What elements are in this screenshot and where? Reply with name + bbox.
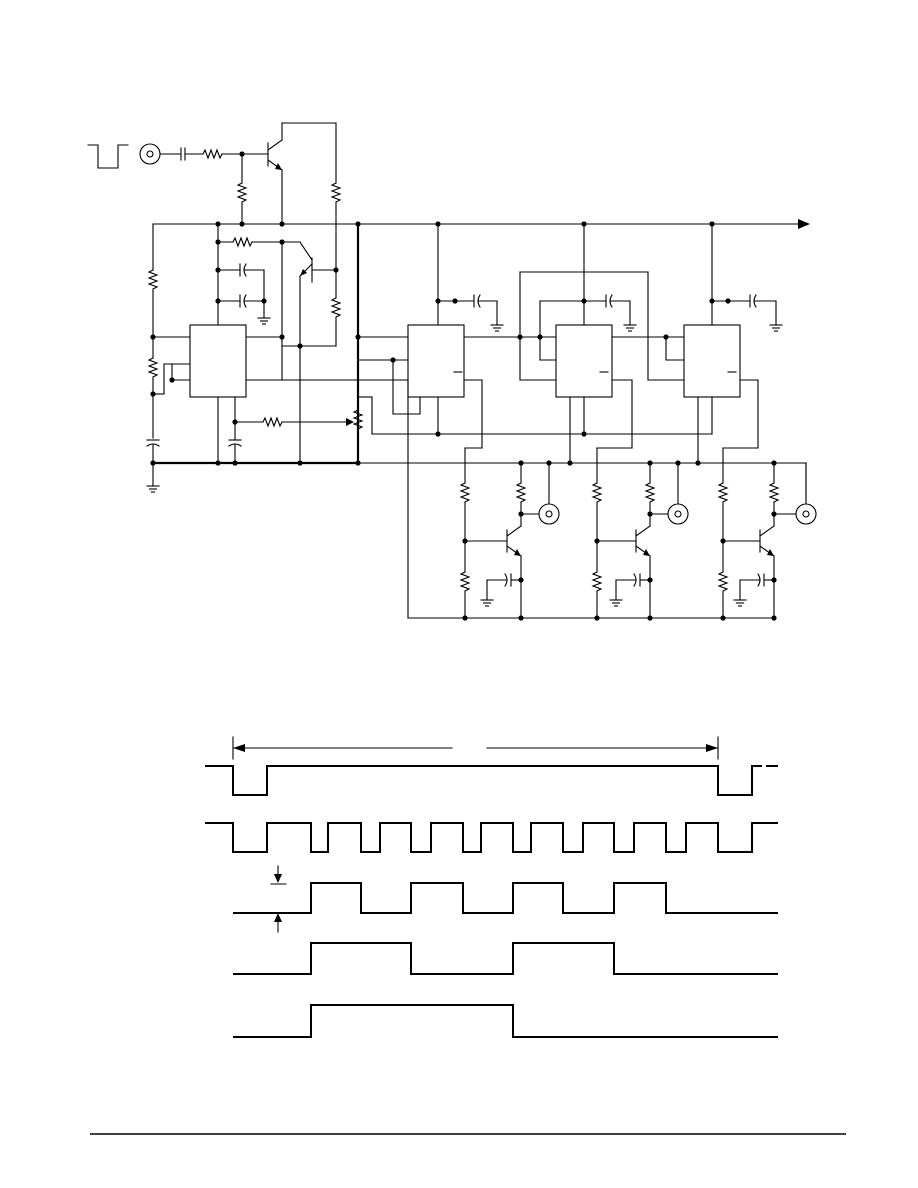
timer-ic	[189, 324, 247, 398]
input-capacitor	[180, 147, 186, 161]
output-connector	[667, 503, 689, 525]
output-stages	[459, 462, 817, 621]
waveform-divide-by-2	[233, 882, 778, 914]
output-connector	[538, 503, 560, 525]
waveform-clock	[205, 822, 778, 853]
waveform-divide-by-4	[233, 942, 778, 975]
counter-ic-1	[407, 324, 465, 398]
waveform-input	[205, 765, 778, 796]
counter-ic-2	[555, 324, 613, 398]
counter-ic-3	[683, 324, 741, 398]
right-arrow-icon	[798, 219, 810, 229]
output-connector	[795, 503, 817, 525]
right-arrow-icon	[706, 744, 718, 752]
input-pulse-symbol	[87, 144, 129, 169]
input-connector	[139, 143, 161, 165]
feedback-transistor	[299, 257, 337, 283]
input-transistor	[267, 139, 283, 171]
timing-diagram	[205, 736, 778, 1038]
waveform-divide-by-8	[233, 1004, 778, 1038]
input-resistor	[202, 148, 223, 160]
ground-icon	[146, 485, 160, 493]
circuit-schematic	[87, 122, 810, 619]
left-arrow-icon	[233, 744, 245, 752]
